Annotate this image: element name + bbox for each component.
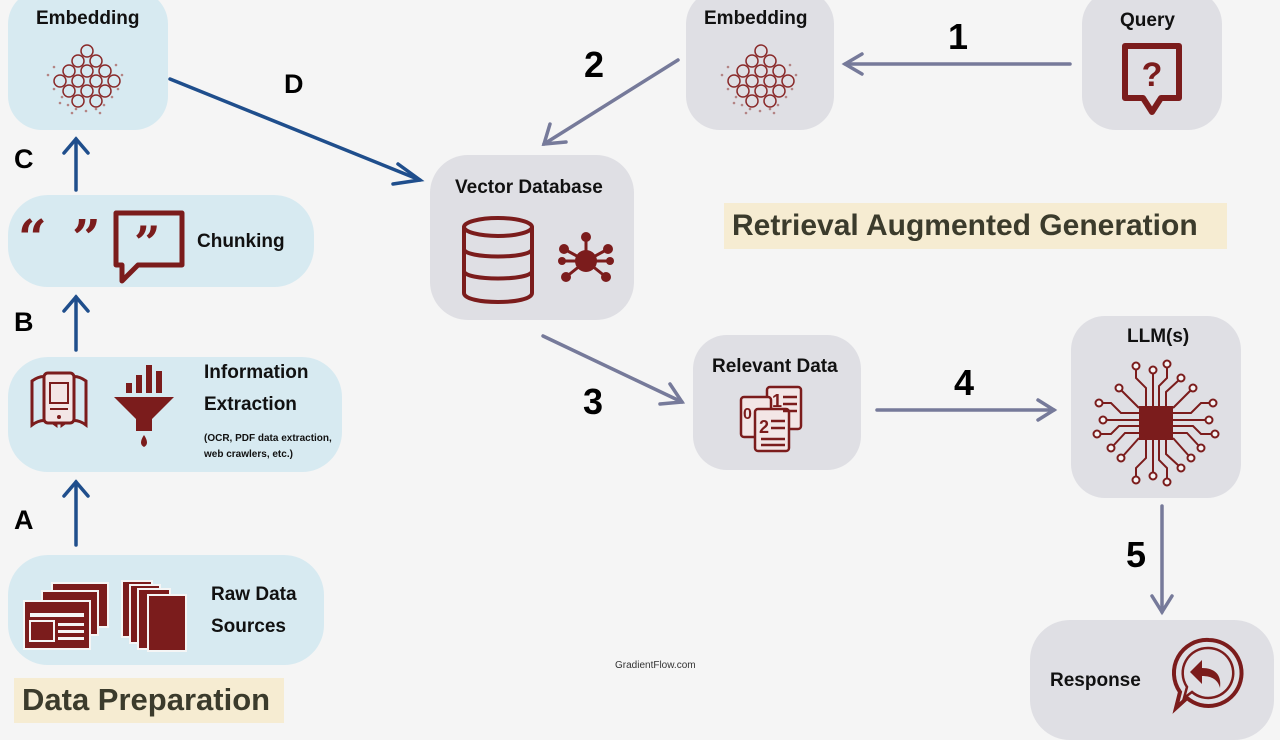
numbered-documents-icon: 1 0 2: [739, 385, 803, 453]
embedding-title: Embedding: [704, 8, 808, 29]
data-filter-funnel-icon: [114, 365, 174, 447]
query-node: Query ?: [1082, 0, 1222, 130]
svg-text:2: 2: [759, 417, 769, 437]
document-scan-icon: [30, 371, 88, 428]
files-stack-icon: [121, 580, 187, 652]
vector-database-title: Vector Database: [455, 177, 603, 198]
relevant-data-node: Relevant Data 1 0 2: [693, 335, 861, 470]
raw-data-sources-node: Raw Data Sources: [8, 555, 324, 665]
information-extraction-node: Information Extraction (OCR, PDF data ex…: [8, 357, 342, 472]
web-pages-stack-icon: [23, 582, 109, 650]
query-title: Query: [1120, 10, 1175, 31]
database-icon: [462, 216, 534, 304]
arrow-d: [168, 77, 425, 186]
step-number-3: 3: [583, 381, 604, 422]
svg-text:1: 1: [772, 391, 782, 411]
question-bubble-icon: ?: [1122, 43, 1182, 115]
svg-text:”: ”: [134, 216, 160, 270]
open-quote-icon: “: [18, 208, 47, 267]
step-number-2: 2: [584, 44, 605, 85]
raw-data-title-line2: Sources: [211, 616, 286, 637]
step-label-b: B: [14, 307, 34, 337]
step-number-4: 4: [954, 362, 975, 403]
extraction-note-line1: (OCR, PDF data extraction,: [204, 433, 332, 444]
raw-data-title-line1: Raw Data: [211, 584, 297, 605]
svg-text:?: ?: [1142, 56, 1163, 94]
svg-text:0: 0: [743, 406, 752, 423]
arrow-4: [875, 398, 1058, 422]
quote-bubble-icon: ”: [113, 210, 185, 284]
rag-banner: Retrieval Augmented Generation: [724, 203, 1227, 249]
flow-arrows: [62, 52, 1174, 616]
chunking-node: Chunking “ ” ”: [8, 195, 314, 287]
reply-bubble-icon: [1171, 637, 1244, 714]
arrow-2: [541, 58, 680, 146]
response-title: Response: [1050, 670, 1141, 691]
vector-database-node: Vector Database: [430, 155, 634, 320]
arrow-c: [62, 136, 90, 192]
network-hub-icon: [558, 232, 614, 282]
step-label-d: D: [284, 69, 304, 99]
step-number-1: 1: [948, 16, 969, 57]
embedding-node-left: Embedding: [8, 0, 168, 130]
llm-node: LLM(s): [1071, 316, 1241, 498]
llm-title: LLM(s): [1127, 326, 1190, 347]
extraction-title-line2: Extraction: [204, 394, 297, 415]
credit-text: GradientFlow.com: [615, 660, 696, 671]
arrow-5: [1150, 504, 1174, 616]
processor-chip-icon: [1092, 359, 1220, 487]
arrow-1: [841, 52, 1072, 76]
data-preparation-banner: Data Preparation: [14, 678, 285, 723]
close-quote-icon: ”: [72, 208, 101, 267]
chunking-title: Chunking: [197, 231, 285, 252]
step-number-5: 5: [1126, 534, 1147, 575]
neural-network-icon: [720, 44, 798, 115]
embedding-title: Embedding: [36, 8, 140, 29]
extraction-title-line1: Information: [204, 362, 309, 383]
neural-network-icon: [46, 44, 124, 115]
embedding-node-right: Embedding: [686, 0, 834, 130]
arrow-b: [62, 294, 90, 352]
arrow-3: [541, 334, 686, 406]
step-label-c: C: [14, 144, 34, 174]
step-label-a: A: [14, 505, 34, 535]
extraction-note-line2: web crawlers, etc.): [204, 449, 293, 460]
arrow-a: [62, 479, 90, 547]
relevant-data-title: Relevant Data: [712, 356, 838, 377]
